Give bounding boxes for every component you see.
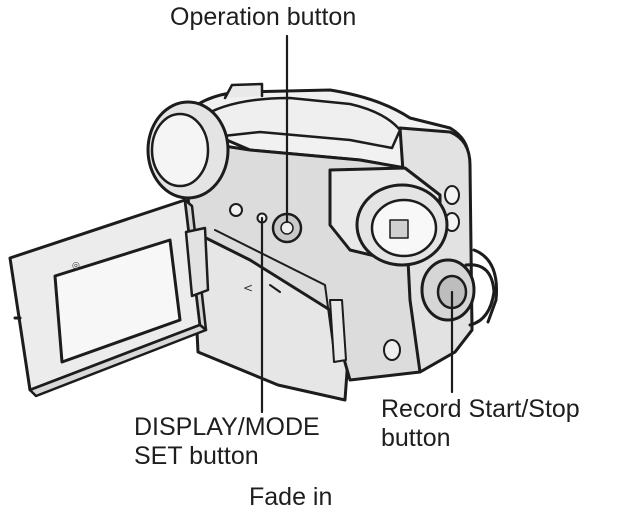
record-label-line2: button — [381, 424, 451, 452]
operation-button-label: Operation button — [170, 3, 357, 31]
fade-in-caption: Fade in — [249, 483, 333, 511]
record-start-stop-button-label: Record Start/Stop button — [381, 395, 580, 453]
svg-text:<: < — [243, 281, 253, 295]
camcorder-body: < — [146, 82, 499, 402]
display-mode-label-line2: SET button — [134, 442, 259, 470]
lcd-monitor: ◎ — [8, 198, 210, 398]
display-mode-set-button-label: DISPLAY/MODE SET button — [134, 413, 320, 471]
svg-text:◎: ◎ — [72, 261, 80, 271]
record-label-line1: Record Start/Stop — [381, 395, 580, 423]
display-mode-label-line1: DISPLAY/MODE — [134, 413, 320, 441]
leader-lines — [260, 34, 454, 414]
